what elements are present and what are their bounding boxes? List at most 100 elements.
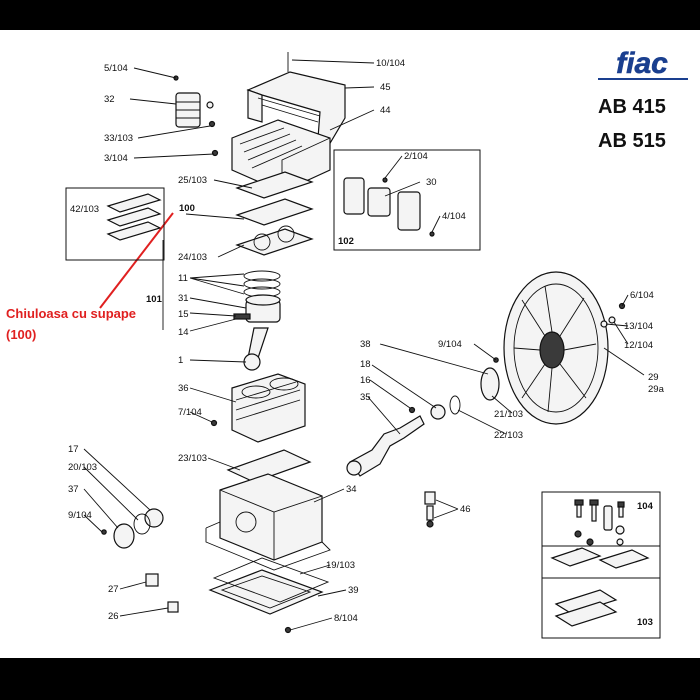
label-20-103: 20/103: [68, 462, 97, 473]
label-32: 32: [104, 94, 115, 105]
label-13-104: 13/104: [624, 321, 653, 332]
label-46: 46: [460, 504, 471, 515]
head-cover: [246, 71, 346, 152]
label-29: 29: [648, 372, 659, 383]
rod-end: [243, 353, 261, 371]
crankcase: [205, 473, 331, 571]
group-101-label: 101: [146, 294, 163, 305]
inset-102-box: [333, 149, 481, 251]
washer-12: [608, 316, 616, 324]
screw-9a: [101, 529, 107, 535]
part-labels: 5/104 32 33/103 3/104 10/104 45 44 25/10…: [68, 58, 665, 624]
label-4-104: 4/104: [442, 211, 466, 222]
label-24-103: 24/103: [178, 252, 207, 263]
label-23-103: 23/103: [178, 453, 207, 464]
inset-103-box: [541, 545, 661, 639]
plug-26: [167, 601, 179, 613]
air-filter-32: [175, 92, 214, 128]
label-25-103: 25/103: [178, 175, 207, 186]
base-plate-39: [208, 569, 324, 615]
label-44: 44: [380, 105, 391, 116]
label-18: 18: [360, 359, 371, 370]
label-19-103: 19/103: [326, 560, 355, 571]
inset-103-gaskets: [550, 547, 650, 627]
screw-2: [382, 177, 388, 183]
label-31: 31: [178, 293, 189, 304]
label-100: 100: [179, 203, 195, 214]
inset-104-label: 104: [637, 501, 654, 512]
label-9-104b: 9/104: [68, 510, 92, 521]
label-45: 45: [380, 82, 391, 93]
inset-102-label: 102: [338, 236, 354, 247]
gasket-19: [212, 557, 330, 603]
cylinder-head: [231, 119, 331, 193]
label-15: 15: [178, 309, 189, 320]
inset-plate-2: [106, 207, 162, 227]
cylinder-block: [231, 373, 306, 443]
exploded-parts-diagram: fiac AB 415 AB 515 Chiuloasa cu supape (…: [6, 47, 688, 639]
cover-37: [113, 523, 135, 549]
label-27: 27: [108, 584, 119, 595]
label-5-104: 5/104: [104, 63, 128, 74]
label-6-104: 6/104: [630, 290, 654, 301]
label-36: 36: [178, 383, 189, 394]
piston-pin: [233, 313, 251, 320]
callout-title: Chiuloasa cu supape: [6, 306, 136, 321]
label-39: 39: [348, 585, 359, 596]
label-26: 26: [108, 611, 119, 622]
stud-7: [210, 419, 218, 427]
label-29a: 29a: [648, 384, 665, 395]
bolt-3: [211, 149, 219, 157]
fittings-46: [424, 491, 436, 528]
label-35: 35: [360, 392, 371, 403]
label-12-104: 12/104: [624, 340, 653, 351]
screw-8: [284, 626, 292, 634]
label-14: 14: [178, 327, 189, 338]
label-38: 38: [360, 339, 371, 350]
label-3-104: 3/104: [104, 153, 128, 164]
seal-17: [144, 508, 164, 528]
label-9-104a: 9/104: [438, 339, 462, 350]
label-42-103: 42/103: [70, 204, 99, 215]
label-1: 1: [178, 355, 183, 366]
label-8-104: 8/104: [334, 613, 358, 624]
inset-104-box: [541, 491, 661, 579]
inset-plate-3: [106, 221, 162, 241]
label-11: 11: [178, 273, 188, 284]
label-33-103: 33/103: [104, 133, 133, 144]
bolt-33: [208, 120, 216, 128]
valve-plate-group: [235, 171, 314, 256]
label-17: 17: [68, 444, 79, 455]
label-16: 16: [360, 375, 371, 386]
label-22-103: 22/103: [494, 430, 523, 441]
model-title-2: AB 515: [598, 130, 666, 152]
inset-42-box: [65, 187, 165, 261]
valve-cover-102: [397, 191, 421, 231]
seal-22: [449, 395, 461, 415]
valve-body-102: [343, 177, 365, 215]
valve-seat-30: [367, 187, 391, 217]
label-37: 37: [68, 484, 79, 495]
plug-27: [145, 573, 159, 587]
label-2-104: 2/104: [404, 151, 428, 162]
label-10-104: 10/104: [376, 58, 405, 69]
inset-plate-1: [106, 193, 162, 213]
bearing-18: [430, 404, 446, 420]
inset-103-label: 103: [637, 617, 653, 628]
screw-4: [429, 231, 435, 237]
gasket-23: [226, 449, 312, 483]
leader-lines: [83, 59, 645, 631]
label-7-104: 7/104: [178, 407, 202, 418]
label-21-103: 21/103: [494, 409, 523, 420]
key-16: [408, 406, 416, 414]
callout-id: (100): [6, 327, 36, 342]
label-34: 34: [346, 484, 357, 495]
model-title-1: AB 415: [598, 96, 666, 118]
piston-rings: [243, 270, 281, 298]
label-30: 30: [426, 177, 437, 188]
flywheel: [503, 271, 609, 425]
crankshaft: [346, 415, 425, 477]
piston: [245, 294, 281, 323]
fiac-logo: fiac: [598, 47, 688, 80]
